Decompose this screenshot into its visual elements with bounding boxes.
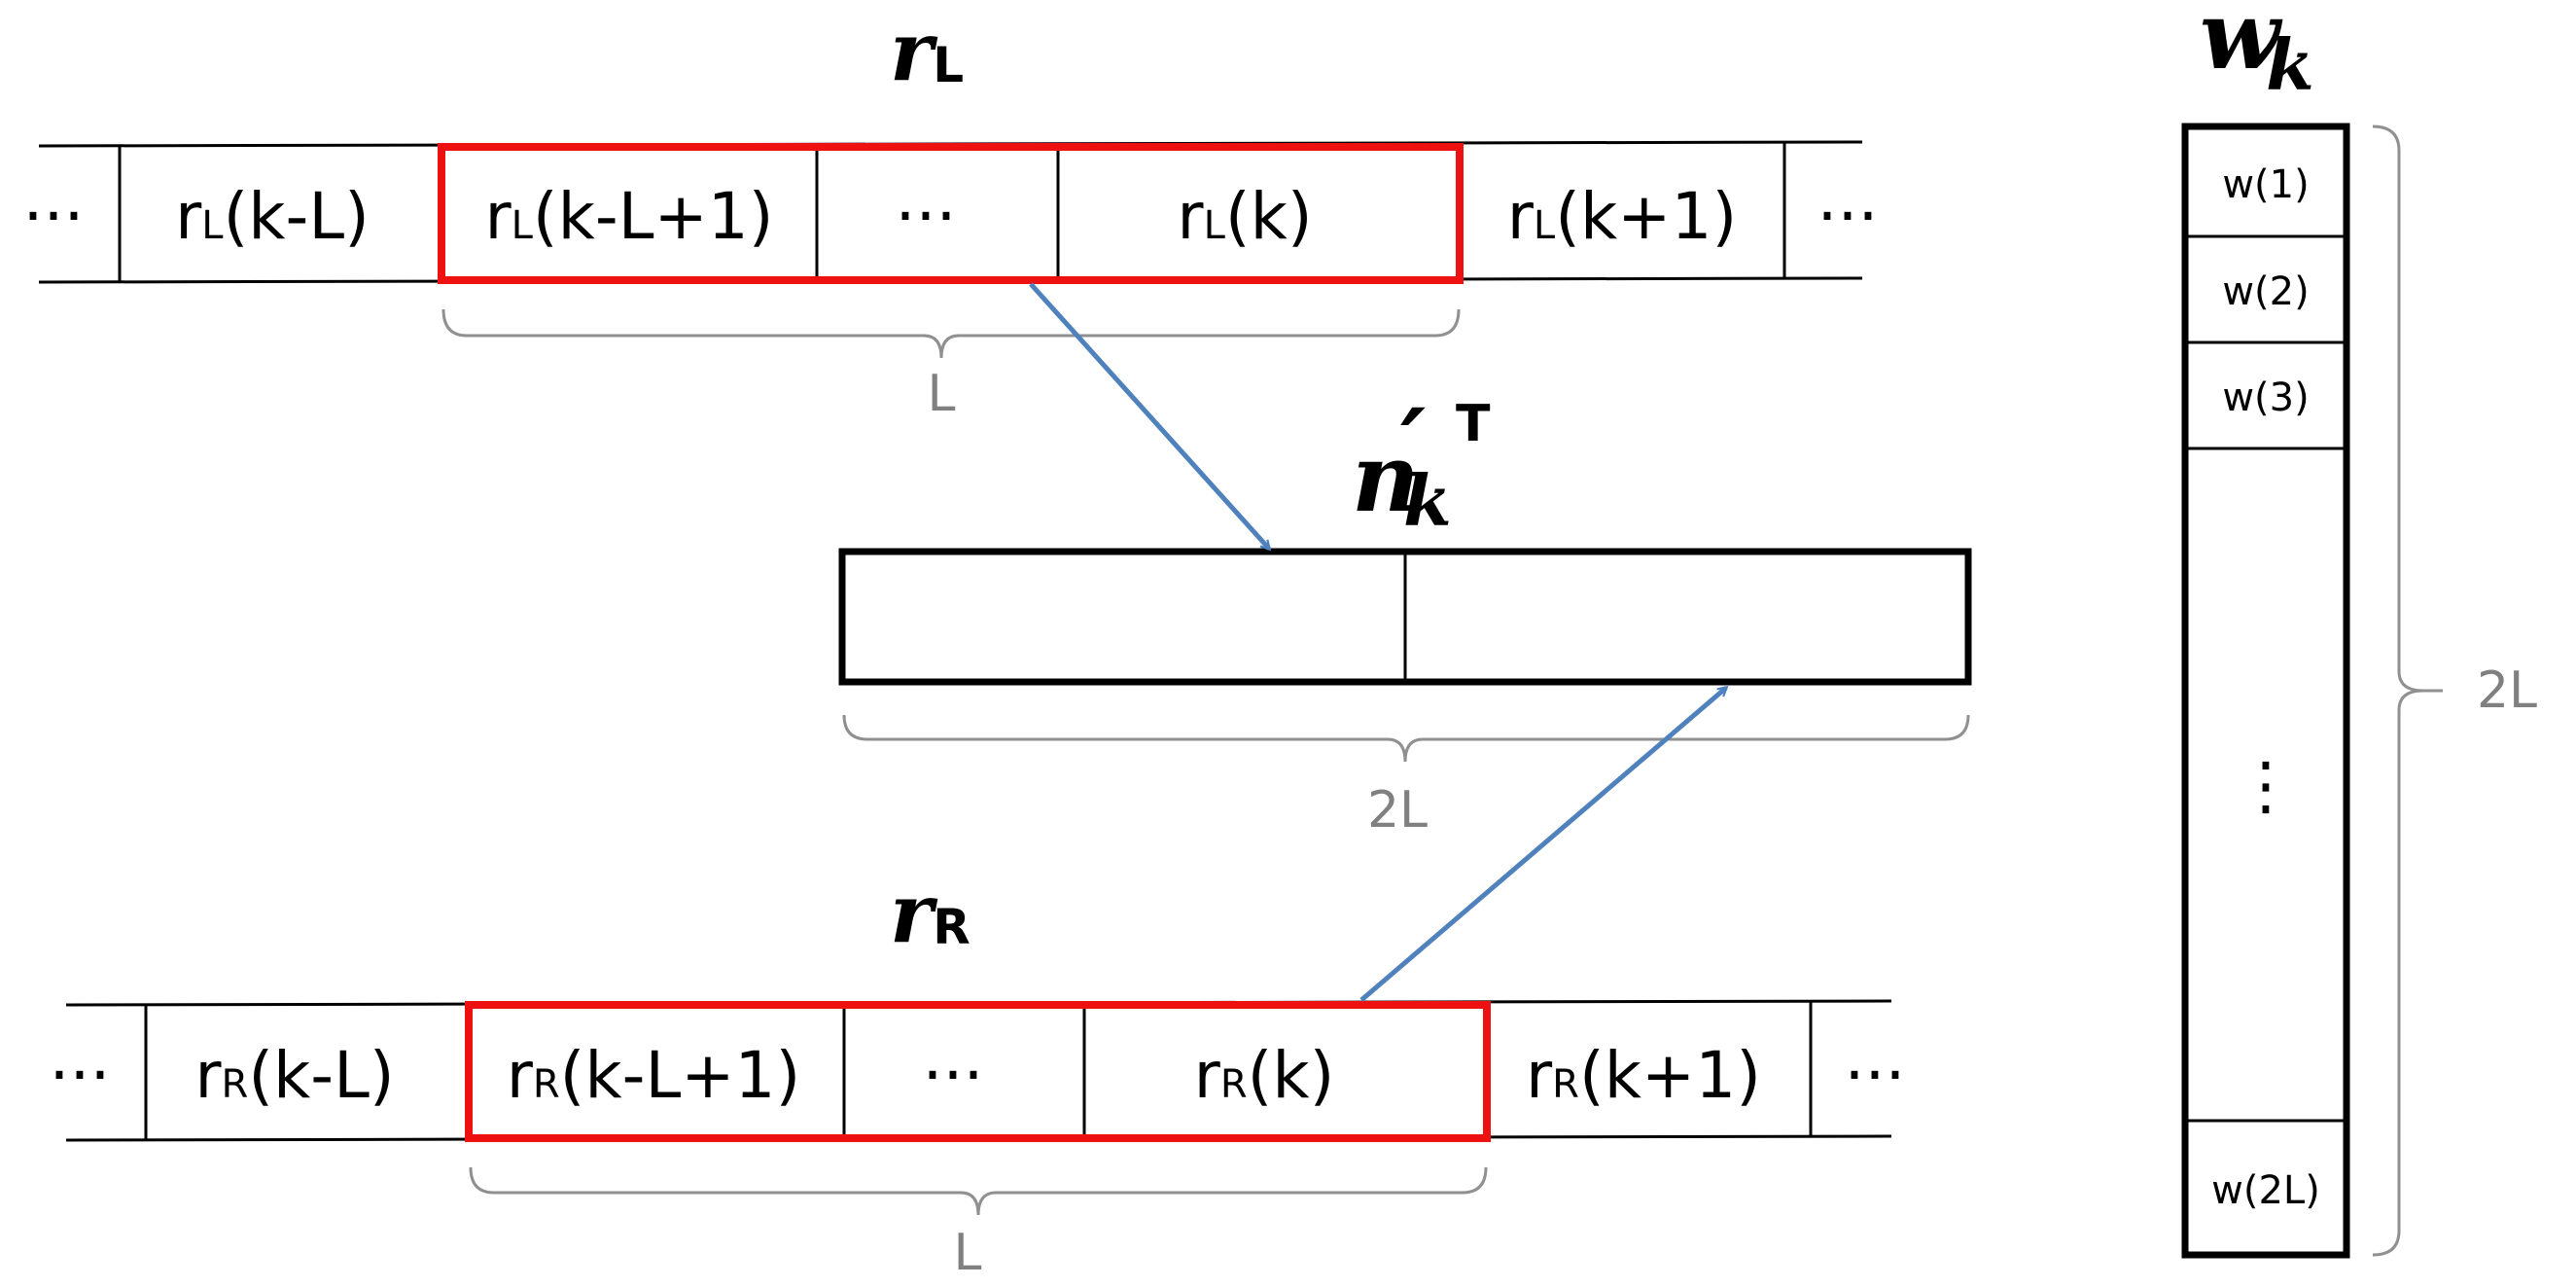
rr-title: rR: [890, 865, 970, 961]
n-title-sup: T: [1456, 395, 1491, 453]
w-cell-ellipsis: ⋮: [2234, 748, 2298, 823]
n-brace: [842, 714, 1970, 763]
rr-cell-k-minus-l-plus-1: rR(k-L+1): [507, 1038, 801, 1113]
rr-cell-ellipsis-mid: ···: [923, 1038, 984, 1113]
rl-array: ··· rL(k-L) rL(k-L+1) ··· rL(k) rL(k+1) …: [23, 140, 1879, 284]
rl-cell-ellipsis-right: ···: [1817, 179, 1879, 254]
rl-cell-k-minus-l: rL(k-L): [175, 179, 370, 254]
rl-cell-ellipsis-mid: ···: [896, 179, 957, 254]
rl-title-main: r: [890, 3, 938, 99]
rr-cell-k: rR(k): [1194, 1038, 1335, 1113]
w-title-sub: k: [2266, 23, 2314, 106]
w-title-main: w: [2200, 0, 2283, 90]
rr-highlight-window: [465, 1001, 1491, 1142]
n-title: n: [1352, 423, 1420, 533]
rr-cell-ellipsis-right: ···: [1845, 1038, 1906, 1113]
rl-title-sub: L: [933, 37, 964, 93]
w-cell-2l: w(2L): [2211, 1168, 2320, 1213]
rr-brace-label: L: [954, 1224, 982, 1282]
n-title-main: n: [1352, 423, 1420, 533]
rr-cell-k-plus-1: rR(k+1): [1526, 1038, 1761, 1113]
n-title-sub: k: [1403, 459, 1452, 542]
rl-brace-label: L: [928, 365, 956, 423]
rr-title-sub: R: [933, 899, 970, 955]
rr-array: ··· rR(k-L) rR(k-L+1) ··· rR(k) rR(k+1) …: [50, 999, 1906, 1142]
rr-cell-k-minus-l: rR(k-L): [194, 1038, 394, 1113]
w-cell-3: w(3): [2222, 375, 2309, 420]
rr-cell-ellipsis-left: ···: [50, 1038, 111, 1113]
rl-cell-k-plus-1: rL(k+1): [1507, 179, 1737, 254]
n-title-prime: ′: [1400, 387, 1426, 502]
w-vector: w(1) w(2) w(3) ⋮ w(2L): [2181, 123, 2350, 1259]
rr-brace: [469, 1166, 1488, 1216]
n-brace-label: 2L: [1367, 781, 1428, 840]
w-cell-2: w(2): [2222, 269, 2309, 314]
w-brace: [2372, 125, 2424, 1257]
arrow-rr-to-n: [1359, 688, 1726, 1002]
w-title: w: [2200, 0, 2283, 90]
rr-title-main: r: [890, 865, 938, 961]
w-vector-box: [2181, 123, 2350, 1259]
w-cell-1: w(1): [2222, 162, 2309, 207]
rl-cell-k-minus-l-plus-1: rL(k-L+1): [484, 179, 773, 254]
rl-highlight-window: [438, 143, 1464, 284]
rl-brace: [441, 308, 1461, 359]
arrow-rl-to-n: [1029, 282, 1269, 549]
w-brace-label: 2L: [2477, 661, 2537, 720]
rl-cell-ellipsis-left: ···: [23, 179, 85, 254]
rl-cell-k: rL(k): [1177, 179, 1312, 254]
rl-title: rL: [890, 3, 964, 99]
n-vector: [838, 548, 1972, 686]
